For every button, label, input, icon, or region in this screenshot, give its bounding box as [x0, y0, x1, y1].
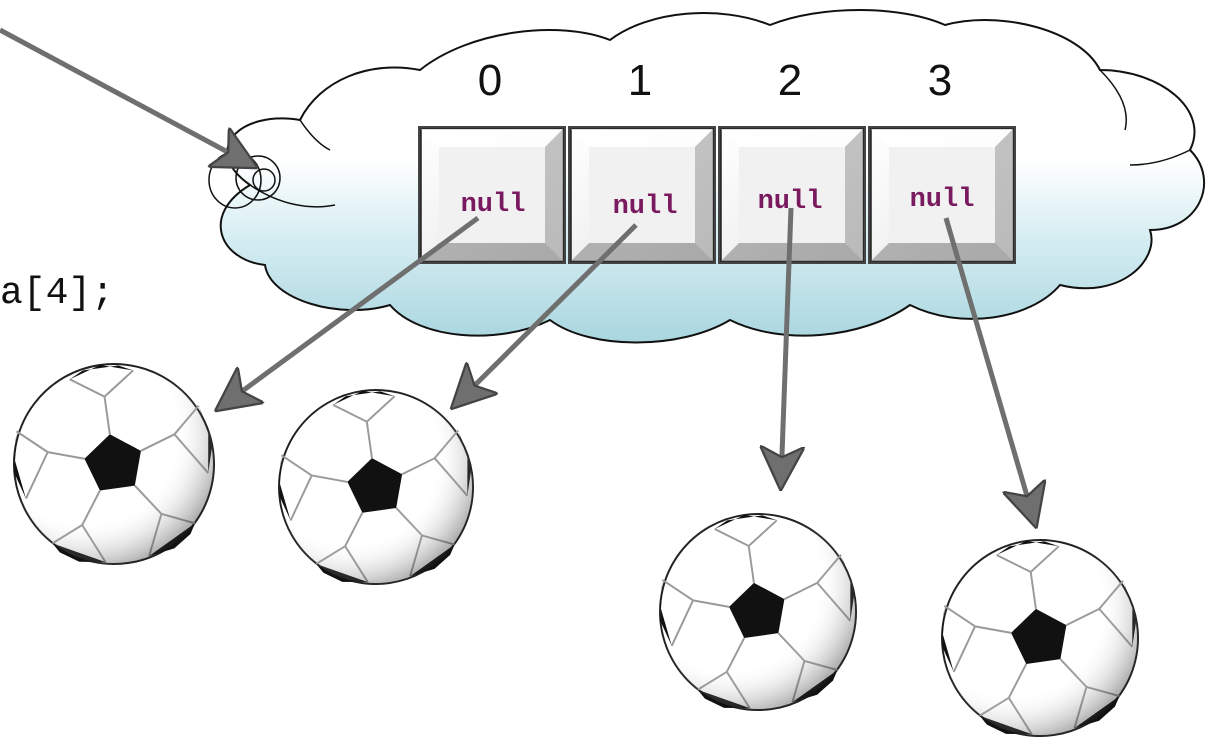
index-label-1: 1: [628, 56, 652, 105]
cell-value-3: null: [910, 185, 975, 215]
array-cell-1: null: [568, 126, 716, 264]
index-label-3: 3: [928, 56, 952, 105]
index-label-2: 2: [778, 56, 802, 105]
arrow-cell-1: [457, 223, 638, 403]
index-label-0: 0: [478, 56, 502, 105]
arrow-cell-0: [222, 215, 480, 406]
soccer-ball-icon: [0, 350, 228, 578]
soccer-ball-icon: [265, 376, 487, 598]
array-cell-3: null: [868, 126, 1016, 264]
arrow-cell-3: [943, 217, 1034, 520]
cell-value-0: null: [461, 190, 526, 220]
cell-value-1: null: [613, 192, 678, 222]
cell-object-arrows: [222, 207, 1034, 520]
reference-arrow: [0, 27, 250, 164]
soccer-ball-icon: [646, 500, 870, 724]
code-fragment: a[4];: [0, 272, 114, 315]
arrow-cell-2: [781, 207, 791, 482]
array-cells: 0 1 2 3 null null: [418, 56, 1016, 264]
soccer-ball-icon: [928, 526, 1152, 744]
array-cell-0: null: [418, 126, 566, 264]
